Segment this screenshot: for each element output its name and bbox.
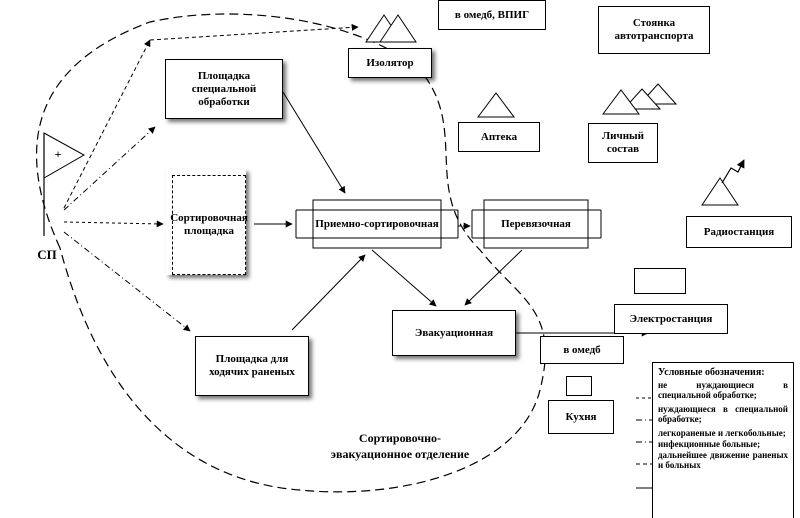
sp-flag-icon — [43, 132, 86, 236]
arrow-to-isolator — [149, 23, 359, 41]
kitchen-icon — [566, 376, 592, 396]
reception-sorting-label: Приемно-сортировочная — [315, 217, 439, 230]
walking-wounded-label: Площадка для ходячих раненых — [209, 353, 295, 378]
arrow-sp-special — [63, 126, 156, 211]
to-omedb-vpig-label: в омедб, ВПИГ — [454, 8, 530, 21]
pharmacy-tent-icon — [477, 92, 515, 118]
legend: Условные обозначения: не нуждающиеся в с… — [652, 362, 794, 518]
arrow-walking-reception — [291, 254, 366, 331]
special-treatment-label: Площадка специальной обработки — [191, 69, 257, 108]
power-station-box: Электростанция — [614, 304, 728, 334]
pharmacy-box: Аптека — [458, 122, 540, 152]
radio-station-label: Радиостанция — [703, 225, 775, 238]
sorting-area-label: Сортировочная площадка — [170, 212, 248, 237]
personnel-box: Личный состав — [588, 123, 658, 163]
isolator-label: Изолятор — [366, 56, 414, 69]
special-treatment-box: Площадка специальной обработки — [165, 59, 283, 119]
evacuation-box: Эвакуационная — [392, 310, 516, 356]
personnel-tents-icon — [602, 83, 678, 115]
legend-item-1: не нуждающиеся в специальной обработке; — [658, 380, 788, 400]
arrow-reception-evacuation — [371, 249, 437, 307]
legend-item-5: дальнейшее движение раненых и больных — [658, 450, 788, 470]
kitchen-box: Кухня — [548, 400, 614, 434]
kitchen-label: Кухня — [565, 410, 597, 423]
arrow-dressing-evacuation — [464, 249, 523, 306]
department-boundary — [35, 13, 546, 493]
legend-title: Условные обозначения: — [658, 367, 765, 378]
legend-item-3: легкораненые и легкобольные; — [658, 428, 786, 438]
sp-plus-sign: + — [54, 147, 62, 161]
legend-item-4: инфекционные больные; — [658, 439, 761, 449]
radio-station-icon — [701, 159, 745, 206]
dressing-label: Перевязочная — [501, 217, 571, 230]
sp-label: СП — [37, 247, 57, 262]
reception-sorting-shape — [295, 199, 459, 249]
dressing-text: Перевязочная — [484, 203, 588, 245]
isolator-box: Изолятор — [348, 48, 432, 78]
power-station-label: Электростанция — [629, 312, 713, 325]
legend-item-2: нуждающиеся в специальной обработке; — [658, 404, 788, 424]
to-omedb-label: в омедб — [563, 343, 601, 356]
department-label: Сортировочно-эвакуационное отделение — [330, 431, 470, 461]
to-omedb-vpig-box: в омедб, ВПИГ — [438, 0, 546, 30]
walking-wounded-box: Площадка для ходячих раненых — [195, 336, 309, 396]
arrow-sp-sorting — [63, 220, 164, 228]
evacuation-label: Эвакуационная — [414, 326, 494, 339]
dressing-shape — [471, 199, 602, 249]
arrow-sp-walking — [63, 231, 191, 332]
parking-box: Стоянка автотранспорта — [598, 6, 710, 54]
reception-sorting-text: Приемно-сортировочная — [313, 203, 441, 245]
arrow-sp-isolator — [63, 39, 151, 209]
arrow-special-reception — [282, 91, 346, 194]
personnel-label: Личный состав — [601, 130, 644, 155]
to-omedb-box: в омедб — [540, 336, 624, 364]
pharmacy-label: Аптека — [480, 130, 518, 143]
power-station-icon — [634, 268, 686, 294]
radio-station-box: Радиостанция — [686, 216, 792, 248]
parking-label: Стоянка автотранспорта — [614, 17, 694, 42]
isolator-tent-icon — [365, 14, 417, 43]
sorting-area-box: Сортировочная площадка — [170, 175, 248, 275]
